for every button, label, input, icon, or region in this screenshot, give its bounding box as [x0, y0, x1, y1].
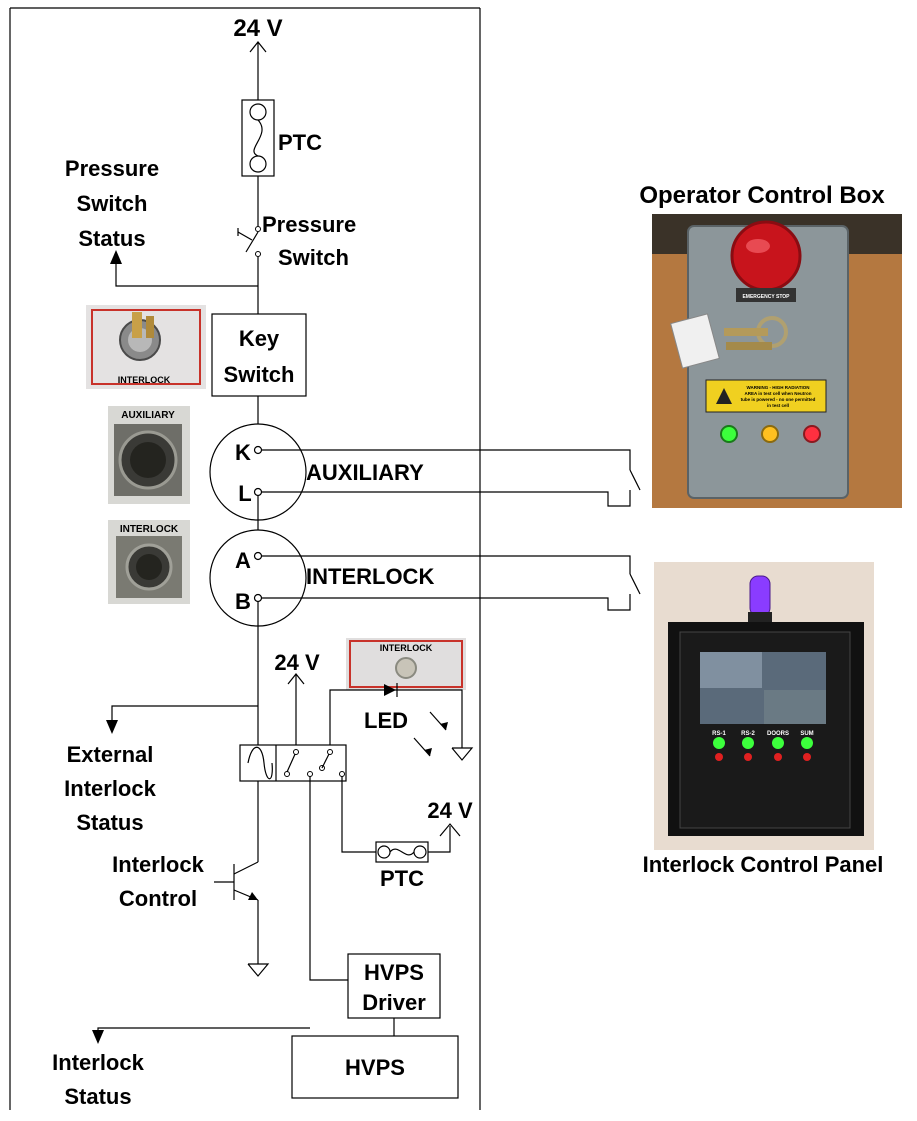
interlock-control-label-2: Control	[119, 886, 197, 911]
key-switch-photo: INTERLOCK	[86, 305, 206, 389]
enclosure-frame	[9, 7, 481, 1110]
interlock-control-transistor: Interlock Control	[112, 781, 270, 977]
interlock-connector-photo: INTERLOCK	[108, 520, 190, 604]
ext-status-label-3: Status	[76, 810, 143, 835]
panel-btn-rs2: RS-2	[741, 731, 755, 737]
interlock-wiring	[262, 555, 641, 611]
pressure-status-label-1: Pressure	[65, 156, 159, 181]
warning-line-4: in test cell	[767, 403, 789, 408]
interlock-pin-a: A	[235, 548, 251, 573]
operator-box-title: Operator Control Box	[639, 182, 885, 209]
interlock-status-label-1: Interlock	[52, 1050, 144, 1075]
pressure-status-label-2: Switch	[77, 191, 148, 216]
ptc-bottom-label: PTC	[380, 866, 424, 891]
led-circuit: LED	[329, 683, 474, 761]
pressure-switch-label-2: Switch	[278, 245, 349, 270]
warning-line-2: AREA in test cell when Neutron	[744, 391, 811, 396]
led-plate-text: INTERLOCK	[380, 643, 433, 653]
aux-connector: K L AUXILIARY	[209, 423, 424, 521]
hvps-driver-label-2: Driver	[362, 990, 426, 1015]
panel-btn-sum: SUM	[800, 731, 813, 737]
interlock-control-label-1: Interlock	[112, 852, 204, 877]
operator-control-box-photo: EMERGENCY STOP WARNING - HIGH RADIATION …	[652, 214, 902, 508]
interlock-label: INTERLOCK	[306, 564, 434, 589]
aux-connector-photo: AUXILIARY	[108, 406, 190, 504]
hvps-label: HVPS	[345, 1055, 405, 1080]
interlock-status-output: Interlock Status	[52, 776, 348, 1109]
hvps-box: HVPS	[291, 1035, 459, 1099]
hvps-driver-label-1: HVPS	[364, 960, 424, 985]
supply-right-label: 24 V	[427, 798, 473, 823]
warning-line-1: WARNING - HIGH RADIATION	[747, 385, 810, 390]
relay-block	[239, 744, 347, 782]
ext-status-label-1: External	[67, 742, 154, 767]
aux-photo-text: AUXILIARY	[121, 410, 175, 421]
interlock-status-label-2: Status	[64, 1084, 131, 1109]
interlock-panel-title: Interlock Control Panel	[643, 852, 884, 877]
key-plate-text: INTERLOCK	[118, 375, 171, 385]
pressure-switch: Pressure Switch	[237, 212, 356, 270]
supply-top-label: 24 V	[233, 15, 282, 42]
pressure-switch-status-output: Pressure Switch Status	[65, 156, 258, 287]
pressure-status-label-3: Status	[78, 226, 145, 251]
aux-wiring	[262, 449, 641, 507]
ptc-fuse-top: PTC	[241, 99, 322, 177]
key-switch-label-2: Switch	[224, 362, 295, 387]
supply-top-24v: 24 V	[233, 15, 283, 100]
ptc-bottom: PTC 24 V	[341, 776, 473, 891]
ptc-top-label: PTC	[278, 130, 322, 155]
panel-buttons: RS-1 RS-2 DOORS SUM	[712, 731, 814, 761]
interlock-connector: A B INTERLOCK	[209, 529, 434, 627]
aux-pin-l: L	[238, 481, 251, 506]
interlock-control-panel-photo: RS-1 RS-2 DOORS SUM	[654, 562, 874, 850]
interlock-photo-text: INTERLOCK	[120, 524, 179, 535]
interlock-pin-b: B	[235, 589, 251, 614]
aux-pin-k: K	[235, 440, 251, 465]
supply-mid-24v: 24 V	[274, 650, 320, 745]
led-indicator-photo: INTERLOCK	[346, 638, 466, 690]
ext-status-label-2: Interlock	[64, 776, 156, 801]
hvps-driver-box: HVPS Driver	[347, 953, 441, 1019]
aux-label: AUXILIARY	[306, 460, 424, 485]
estop-plate-text: EMERGENCY STOP	[742, 294, 790, 300]
external-interlock-status-output: External Interlock Status	[64, 705, 258, 835]
panel-btn-doors: DOORS	[767, 731, 789, 737]
pressure-switch-label-1: Pressure	[262, 212, 356, 237]
key-switch-box: Key Switch	[211, 313, 307, 397]
panel-btn-rs1: RS-1	[712, 731, 726, 737]
led-label: LED	[364, 708, 408, 733]
key-switch-label-1: Key	[239, 326, 280, 351]
warning-line-3: tube is powered - no one permitted	[741, 397, 816, 402]
supply-mid-label: 24 V	[274, 650, 320, 675]
